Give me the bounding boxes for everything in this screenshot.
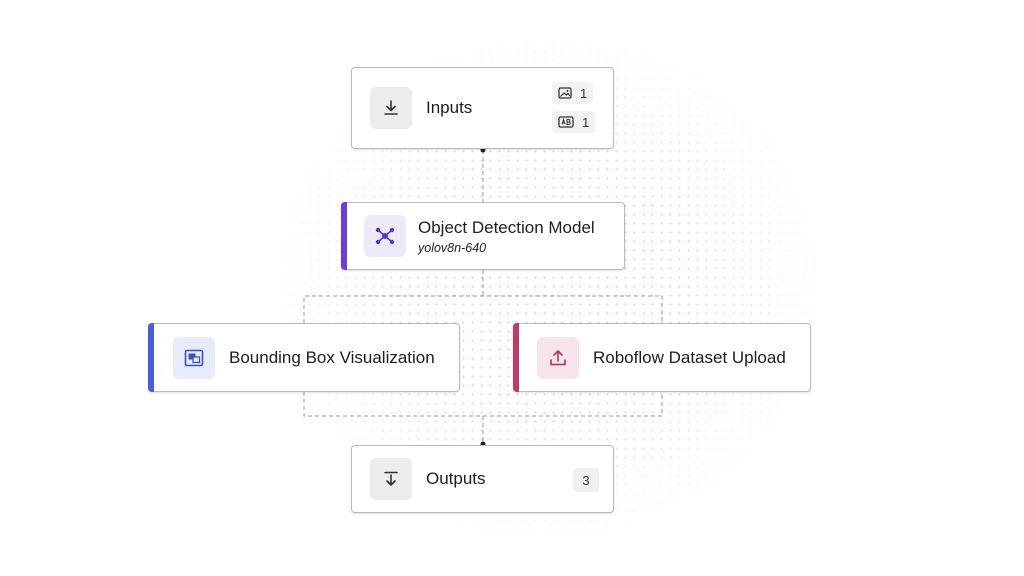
edge-split-box [303,295,663,323]
bbox-icon-box [173,336,215,379]
model-icon-box [364,215,406,257]
model-title: Object Detection Model [418,217,595,237]
model-subtitle: yolov8n-640 [418,240,487,255]
outputs-node[interactable]: Outputs 3 [351,445,614,513]
object-detection-model-node[interactable]: Object Detection Model yolov8n-640 [341,202,625,270]
bounding-box-image-icon [184,349,204,366]
bounding-box-visualization-node[interactable]: Bounding Box Visualization [148,323,460,392]
upload-title: Roboflow Dataset Upload [593,347,786,367]
bbox-accent-bar [148,323,154,392]
model-accent-bar [341,202,347,270]
inputs-title: Inputs [426,98,473,117]
upload-accent-bar [513,323,519,392]
upload-icon [550,349,566,365]
param-input-badge: 1 [552,111,596,133]
outputs-count-badge: 3 [573,468,599,492]
outputs-title: Outputs [426,469,486,488]
download-line-icon [384,471,398,486]
text-param-icon [558,116,574,128]
edge-merge-box [303,392,663,417]
network-graph-icon [375,227,395,245]
param-input-count: 1 [582,114,590,130]
bbox-title: Bounding Box Visualization [229,347,435,367]
image-icon [558,87,572,99]
inputs-node[interactable]: Inputs 1 1 [351,67,614,149]
inputs-icon-box [370,87,412,129]
upload-icon-box [537,336,579,379]
roboflow-dataset-upload-node[interactable]: Roboflow Dataset Upload [513,323,811,392]
image-input-badge: 1 [552,82,594,104]
image-input-count: 1 [580,85,588,101]
download-icon [384,100,398,115]
outputs-icon-box [370,458,412,500]
